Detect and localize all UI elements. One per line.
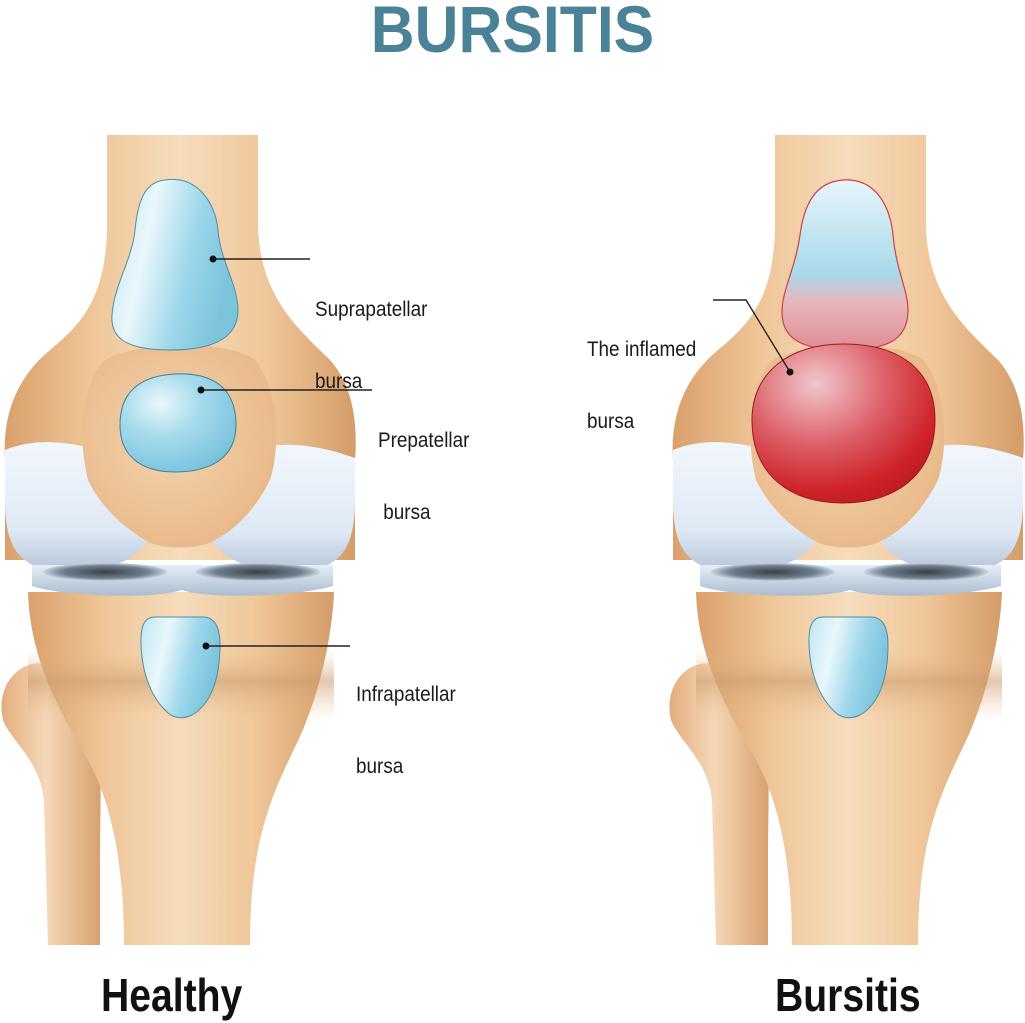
label-suprapatellar-bursa: Suprapatellar bursa bbox=[315, 298, 428, 393]
caption-bursitis: Bursitis bbox=[775, 969, 921, 1021]
prepatellar-bursa bbox=[119, 373, 237, 473]
leader-lines-healthy bbox=[197, 255, 372, 650]
caption-healthy: Healthy bbox=[101, 969, 243, 1021]
label-inflamed-bursa: The inflamed bursa bbox=[587, 338, 697, 433]
label-infrapatellar-bursa: Infrapatellar bursa bbox=[356, 683, 456, 778]
leader-line-bursitis bbox=[713, 299, 794, 376]
infrapatellar-bursa-right bbox=[808, 616, 889, 719]
suprapatellar-bursa bbox=[111, 178, 239, 351]
diagram-title: BURSITIS bbox=[370, 0, 655, 66]
inflamed-prepatellar-bursa bbox=[751, 343, 936, 504]
label-prepatellar-bursa: Prepatellar bursa bbox=[378, 429, 470, 524]
infrapatellar-bursa bbox=[140, 616, 221, 719]
